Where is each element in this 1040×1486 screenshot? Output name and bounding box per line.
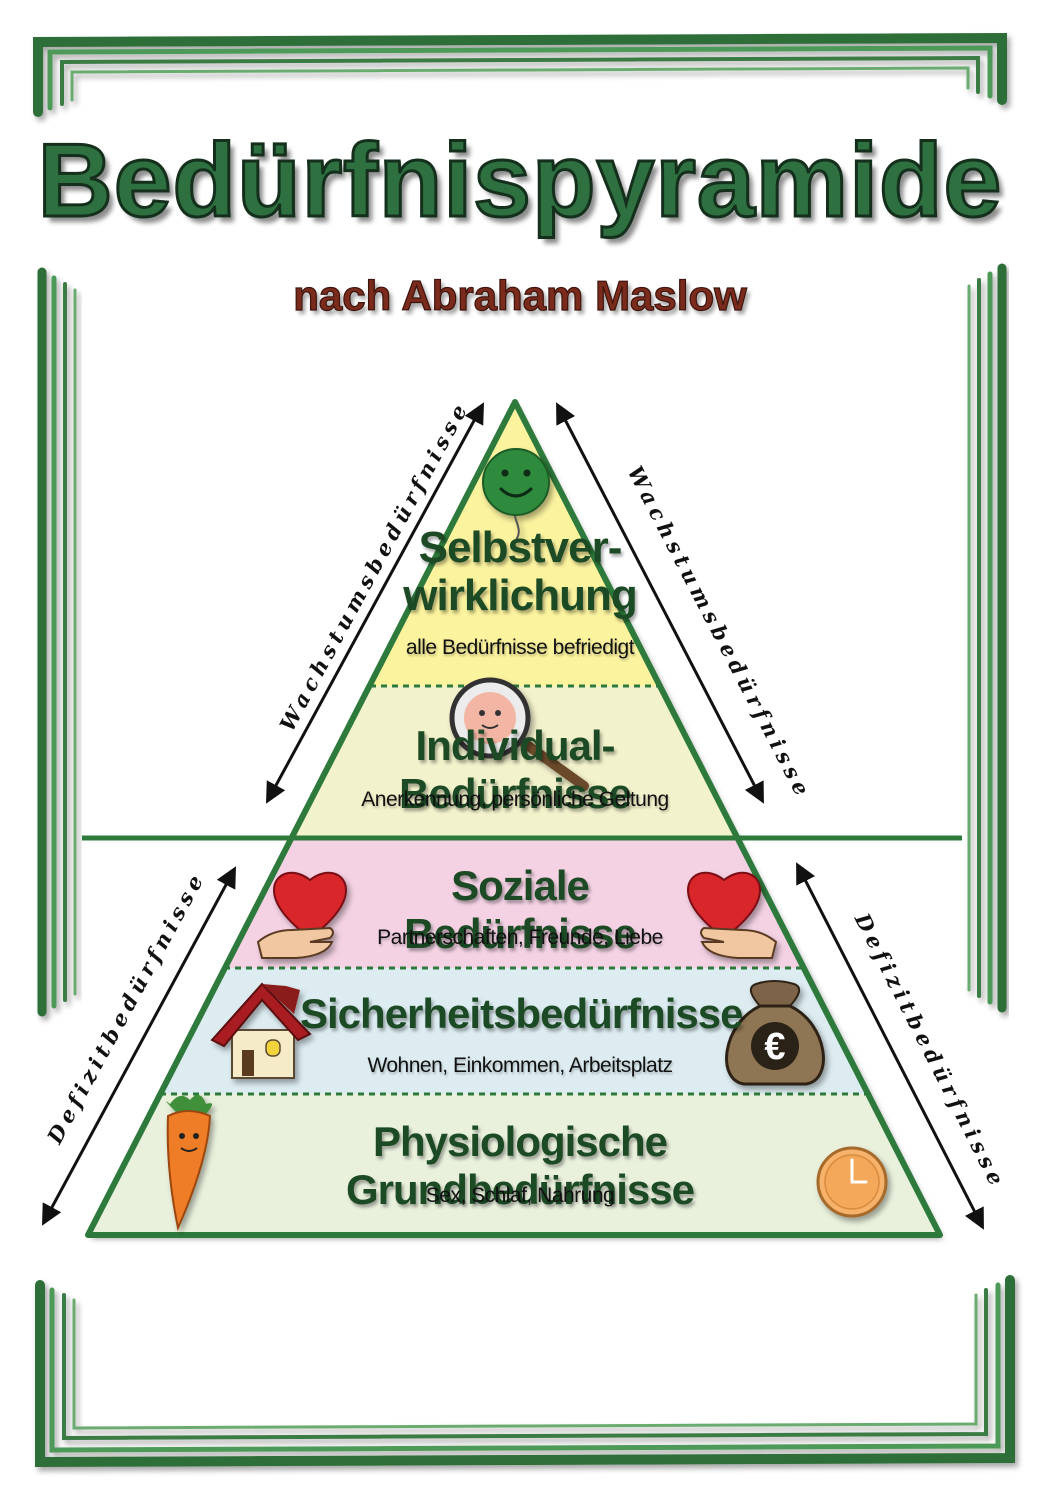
page-subtitle: nach Abraham Maslow — [293, 271, 748, 319]
level-social-title: Soziale Bedürfnisse — [404, 862, 637, 957]
frame-right — [967, 263, 1007, 1013]
level-safety-subtitle: Wohnen, Einkommen, Arbeitsplatz — [367, 1054, 673, 1077]
growth-arrow-right — [556, 402, 764, 804]
level-self-actualization-subtitle: alle Bedürfnisse befriedigt — [405, 636, 635, 659]
level-esteem-subtitle: Anerkennung, persönliche Geltung — [361, 788, 669, 811]
level-self-actualization-title: Selbstver- wirklichung — [380, 524, 660, 620]
clock-icon — [816, 1146, 888, 1218]
level-safety — [158, 968, 870, 1094]
level-physiological-subtitle: Sex, Schlaf, Nahrung — [425, 1184, 615, 1207]
level-safety-title: Sicherheitsbedürfnisse — [300, 990, 743, 1037]
heart-hand-icon-left — [256, 871, 348, 959]
pyramid-outline — [85, 399, 943, 1238]
level-physiological — [88, 1094, 940, 1235]
side-arrows — [42, 402, 984, 1230]
level-social-subtitle: Partnerschaften, Freunde, Liebe — [377, 926, 663, 949]
magnifier-face-icon — [449, 677, 589, 791]
level-self-actualization-line2: wirklichung — [403, 571, 637, 620]
heart-hand-icon-right — [686, 871, 778, 959]
euro-symbol: € — [764, 1026, 785, 1068]
level-physiological-title: Physiologische Grundbedürfnisse — [345, 1118, 695, 1213]
growth-arrow-left — [265, 402, 485, 804]
house-icon — [210, 982, 312, 1079]
carrot-icon — [166, 1094, 212, 1232]
level-social — [222, 838, 806, 968]
money-bag-icon: € — [725, 980, 825, 1086]
level-esteem-title: Individual-Bedürfnisse — [399, 722, 632, 817]
frame-left — [37, 267, 77, 1017]
deficit-arrow-left — [42, 866, 236, 1226]
frame-bottom — [35, 1275, 1015, 1468]
frame — [33, 32, 1015, 1468]
deficit-arrow-right — [796, 862, 984, 1230]
frame-top — [33, 32, 1007, 117]
smiley-balloon-icon — [482, 448, 550, 541]
level-self-actualization-line1: Selbstver- — [418, 523, 623, 572]
page-title: Bedürfnispyramide — [36, 122, 1003, 241]
